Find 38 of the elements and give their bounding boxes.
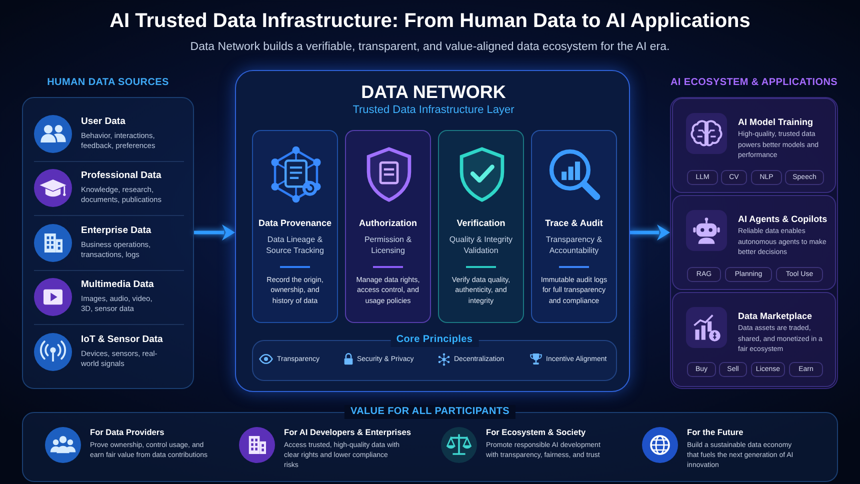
item-title: User Data bbox=[81, 116, 126, 128]
card-title: Trace & Audit bbox=[544, 217, 604, 229]
diagram-title: AI Trusted Data Infrastructure: From Human Data to AI Applications bbox=[108, 9, 752, 33]
item-title: For Data Providers bbox=[90, 427, 164, 438]
card-title: Authorization bbox=[358, 217, 418, 229]
section-heading: HUMAN DATA SOURCES bbox=[46, 76, 170, 90]
item-title: For AI Developers & Enterprises bbox=[284, 427, 411, 438]
item-title: Enterprise Data bbox=[81, 225, 152, 237]
card bbox=[531, 130, 617, 323]
card bbox=[345, 130, 431, 323]
panel-title: DATA NETWORK bbox=[360, 81, 507, 103]
card bbox=[672, 195, 836, 290]
panel-subtitle: Trusted Data Infrastructure Layer bbox=[352, 103, 516, 117]
card bbox=[438, 130, 524, 323]
card-title: Verification bbox=[456, 217, 506, 229]
arrow bbox=[194, 224, 235, 240]
arrow bbox=[630, 224, 670, 240]
card-title: AI Agents & Copilots bbox=[738, 213, 828, 225]
card-title: Data Marketplace bbox=[738, 310, 814, 322]
card bbox=[252, 130, 338, 323]
card-subtitle: Permission & Licensing bbox=[363, 234, 413, 256]
subtitle: Data Network builds a verifiable, transparent, and value-aligned data ecosystem for the AI era. bbox=[189, 40, 671, 54]
card-subtitle: Data Lineage & Source Tracking bbox=[265, 234, 325, 256]
item-title: For Ecosystem & Society bbox=[486, 427, 586, 438]
item-title: For the Future bbox=[687, 427, 744, 438]
card bbox=[672, 292, 836, 387]
panel bbox=[235, 70, 630, 392]
card bbox=[672, 98, 836, 193]
item-title: Multimedia Data bbox=[81, 279, 155, 291]
card-subtitle: Transparency & Accountability bbox=[544, 234, 604, 256]
card-title: Data Provenance bbox=[257, 217, 333, 229]
item-title: IoT & Sensor Data bbox=[81, 334, 164, 346]
section-heading: Core Principles bbox=[390, 333, 479, 347]
section-heading: VALUE FOR ALL PARTICIPANTS bbox=[344, 405, 516, 419]
card-title: AI Model Training bbox=[738, 116, 814, 128]
section-heading: AI ECOSYSTEM & APPLICATIONS bbox=[669, 76, 839, 90]
card-subtitle: Quality & Integrity Validation bbox=[448, 234, 514, 256]
item-title: Professional Data bbox=[81, 170, 162, 182]
